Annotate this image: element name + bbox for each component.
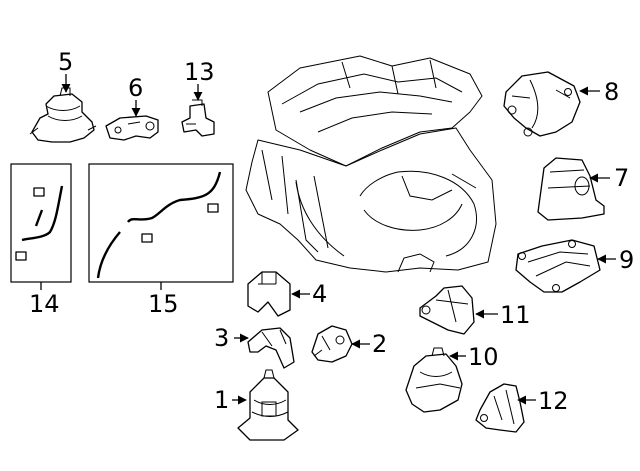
callout-13: 13 xyxy=(184,58,215,86)
callout-5: 5 xyxy=(58,48,73,76)
part-7-mount xyxy=(537,157,605,221)
part-14-hose-kit xyxy=(15,185,64,261)
part-13-sensor xyxy=(181,99,215,137)
part-12-mount-bracket xyxy=(475,383,525,433)
part-15-hose-kit xyxy=(96,171,222,279)
part-10-mount xyxy=(405,347,463,413)
callout-12: 12 xyxy=(538,387,569,415)
callout-11: 11 xyxy=(500,301,531,329)
engine-illustration xyxy=(245,55,497,273)
callout-9: 9 xyxy=(619,246,634,274)
callout-6: 6 xyxy=(128,74,143,102)
callout-3: 3 xyxy=(214,324,229,352)
group-box-15 xyxy=(88,163,234,283)
callout-14: 14 xyxy=(29,290,60,318)
callout-1: 1 xyxy=(214,386,229,414)
part-6-bracket xyxy=(105,115,159,141)
part-3-mount-bracket xyxy=(247,327,295,369)
part-11-mount xyxy=(419,285,475,335)
group-box-14 xyxy=(10,163,72,283)
callout-4: 4 xyxy=(312,280,327,308)
part-9-mount-plate xyxy=(515,239,601,293)
part-1-engine-mount xyxy=(237,369,299,441)
callout-7: 7 xyxy=(614,164,629,192)
callout-2: 2 xyxy=(372,330,387,358)
part-5-hydraulic-mount xyxy=(29,87,97,143)
part-4-mount-stopper xyxy=(247,271,291,317)
callout-10: 10 xyxy=(468,343,499,371)
callout-15: 15 xyxy=(148,290,179,318)
callout-8: 8 xyxy=(604,78,619,106)
part-8-mount-bracket xyxy=(503,71,581,137)
part-2-mount xyxy=(311,325,353,363)
